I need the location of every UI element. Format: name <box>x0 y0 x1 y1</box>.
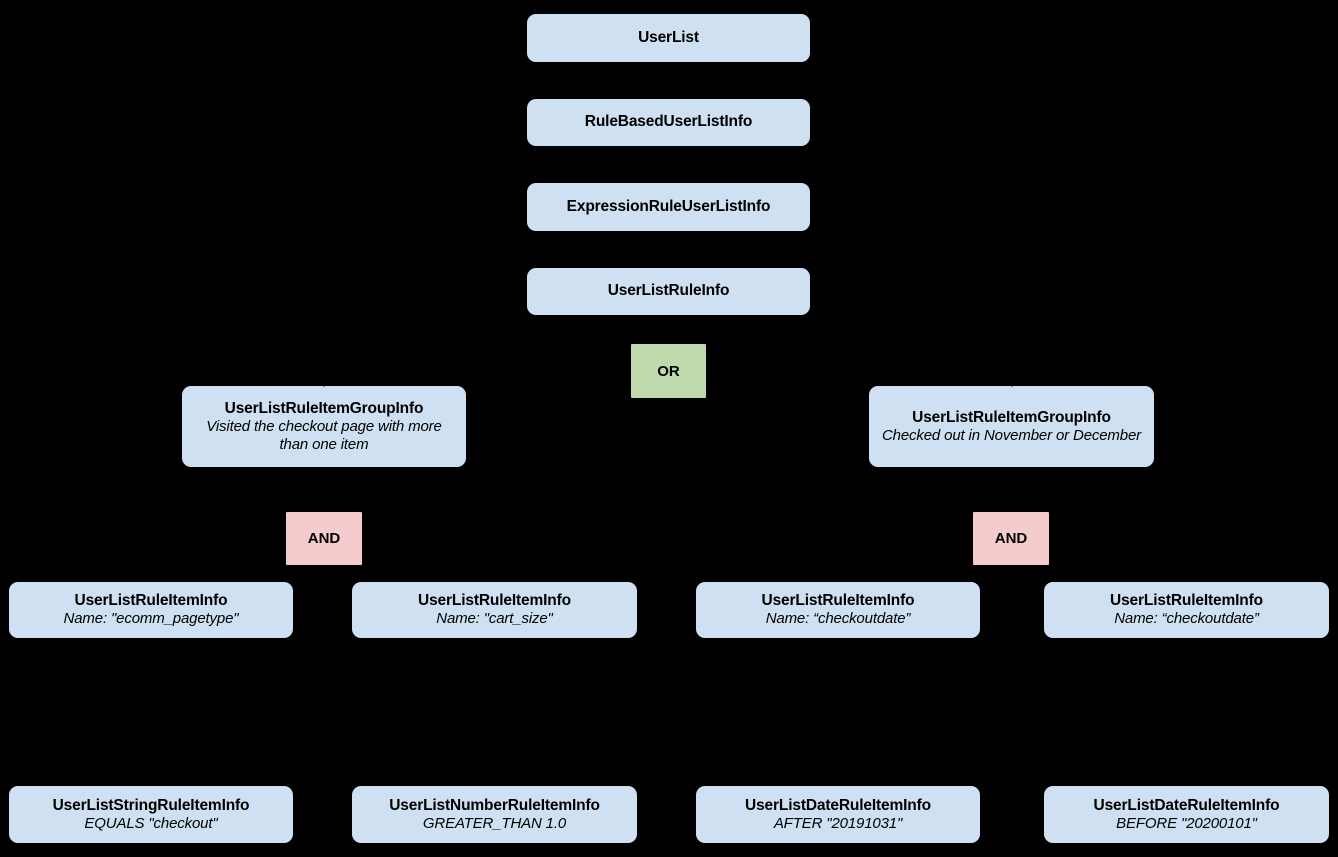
node-description: Visited the checkout page with more than… <box>206 417 442 453</box>
node-title: UserListDateRuleItemInfo <box>1093 796 1280 814</box>
node-description: Checked out in November or December <box>881 426 1142 444</box>
node-title: RuleBasedUserListInfo <box>584 113 753 131</box>
node-typed-rule-item-3[interactable]: UserListDateRuleItemInfo AFTER "20191031… <box>696 786 980 843</box>
operator-or-label: OR <box>657 362 680 380</box>
node-detail: GREATER_THAN 1.0 <box>422 814 567 832</box>
node-title: ExpressionRuleUserListInfo <box>566 197 771 215</box>
operator-or[interactable]: OR <box>631 344 706 398</box>
node-detail: Name: “checkoutdate” <box>1114 610 1259 628</box>
node-typed-rule-item-2[interactable]: UserListNumberRuleItemInfo GREATER_THAN … <box>352 786 637 843</box>
node-title: UserListRuleItemInfo <box>74 592 228 610</box>
node-typed-rule-item-4[interactable]: UserListDateRuleItemInfo BEFORE "2020010… <box>1044 786 1329 843</box>
operator-and-right[interactable]: AND <box>973 512 1049 565</box>
node-detail: Name: "cart_size" <box>436 610 553 628</box>
operator-and-label: AND <box>307 530 341 547</box>
node-title: UserListDateRuleItemInfo <box>745 796 931 814</box>
node-detail: AFTER "20191031" <box>773 814 903 832</box>
node-detail: BEFORE "20200101" <box>1116 814 1257 832</box>
node-title: UserListRuleItemGroupInfo <box>224 399 424 417</box>
node-title: UserListRuleItemInfo <box>418 592 571 610</box>
node-rule-item-group-left[interactable]: UserListRuleItemGroupInfo Visited the ch… <box>182 386 466 467</box>
node-title: UserList <box>638 28 699 46</box>
operator-and-left[interactable]: AND <box>286 512 362 565</box>
node-detail: Name: "ecomm_pagetype" <box>63 610 239 628</box>
node-rule-item-2[interactable]: UserListRuleItemInfo Name: "cart_size" <box>352 582 637 638</box>
operator-and-label: AND <box>994 530 1028 547</box>
node-title: UserListNumberRuleItemInfo <box>389 796 600 814</box>
node-rule-item-3[interactable]: UserListRuleItemInfo Name: “checkoutdate… <box>696 582 980 638</box>
node-title: UserListRuleItemGroupInfo <box>912 408 1111 426</box>
node-title: UserListRuleInfo <box>607 282 730 300</box>
node-rule-item-group-right[interactable]: UserListRuleItemGroupInfo Checked out in… <box>869 386 1154 467</box>
arrowhead-icon-left-group <box>313 374 335 387</box>
node-user-list-rule-info[interactable]: UserListRuleInfo <box>527 268 810 315</box>
node-rule-item-1[interactable]: UserListRuleItemInfo Name: "ecomm_pagety… <box>9 582 293 638</box>
node-title: UserListRuleItemInfo <box>761 592 915 610</box>
node-detail: Name: “checkoutdate” <box>765 610 911 628</box>
node-expression-rule-user-list-info[interactable]: ExpressionRuleUserListInfo <box>527 183 810 231</box>
arrowhead-icon-right-group <box>1001 374 1023 387</box>
node-rule-item-4[interactable]: UserListRuleItemInfo Name: “checkoutdate… <box>1044 582 1329 638</box>
node-title: UserListStringRuleItemInfo <box>52 796 250 814</box>
node-rule-based-user-list-info[interactable]: RuleBasedUserListInfo <box>527 99 810 146</box>
node-typed-rule-item-1[interactable]: UserListStringRuleItemInfo EQUALS "check… <box>9 786 293 843</box>
node-detail: EQUALS "checkout" <box>84 814 218 832</box>
node-user-list[interactable]: UserList <box>527 14 810 62</box>
node-title: UserListRuleItemInfo <box>1110 592 1263 610</box>
